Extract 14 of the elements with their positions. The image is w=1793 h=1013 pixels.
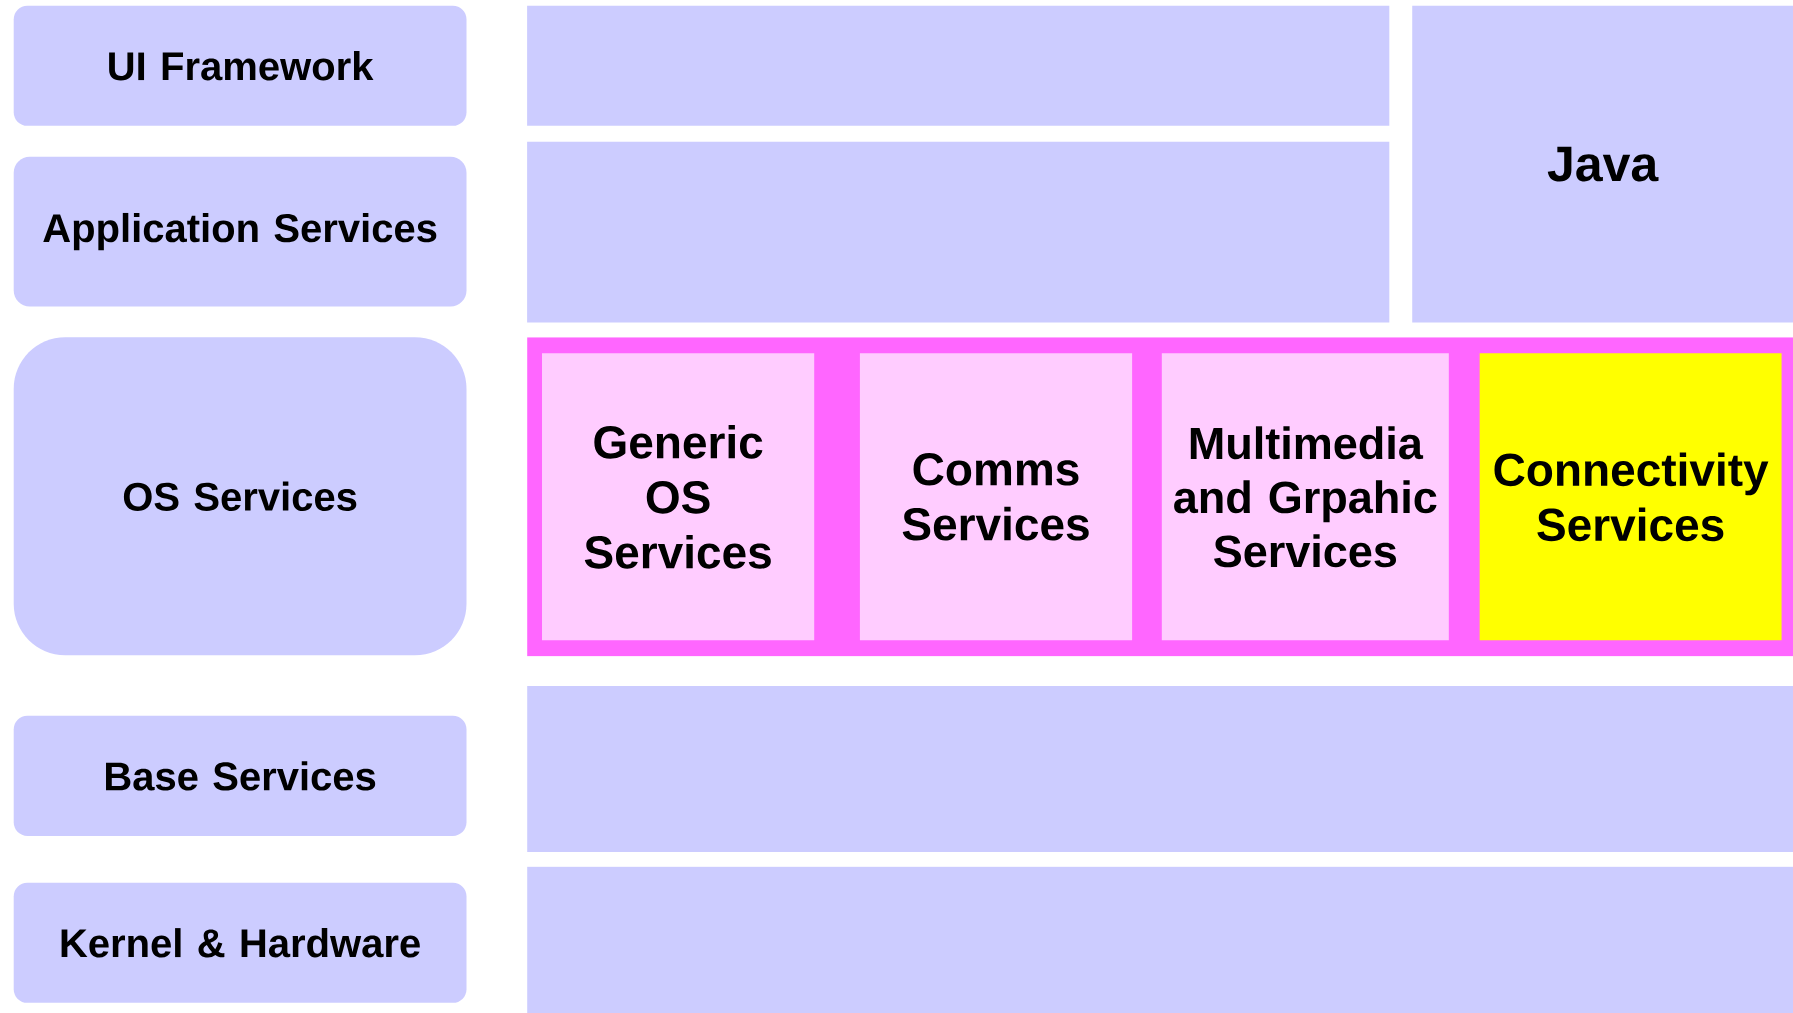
layer-label-box: Application Services	[13, 156, 467, 307]
layer-box: Java	[1412, 5, 1793, 323]
layer-band	[527, 5, 1390, 126]
layer-band	[527, 141, 1390, 323]
layer-label-box: OS Services	[13, 337, 467, 656]
layer-label-box: Kernel & Hardware	[13, 882, 467, 1003]
layer-band	[527, 686, 1793, 852]
service-box: Generic OS Services	[542, 353, 815, 641]
layer-label-box: UI Framework	[13, 5, 467, 126]
layer-label-box: Base Services	[13, 715, 467, 836]
service-box: Connectivity Services	[1479, 353, 1782, 641]
service-box: Multimedia and Grpahic Services	[1161, 353, 1449, 641]
layer-band	[527, 866, 1793, 1013]
service-box: Comms Services	[859, 353, 1133, 641]
